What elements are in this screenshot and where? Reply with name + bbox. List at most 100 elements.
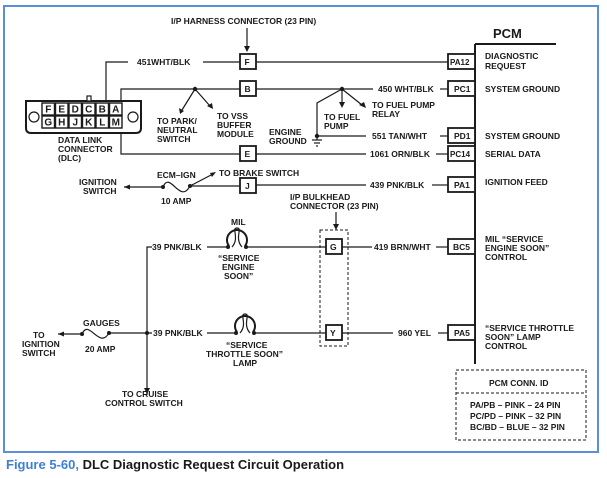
label-ignition-switch-1: IGNITION	[79, 177, 117, 187]
pcm-conn-id-row-2: PC/PD – PINK – 32 PIN	[470, 411, 561, 421]
pcm-function-bc5-1: MIL “SERVICE	[485, 234, 544, 244]
wire	[189, 173, 214, 187]
fuse-name-ecm-ign: ECM–IGN	[157, 170, 196, 180]
throttle-lamp-text-2: THROTTLE SOON”	[206, 349, 283, 359]
wire-39-vertical	[146, 246, 152, 395]
pin-label-g: G	[330, 242, 337, 252]
mil-text-2: ENGINE	[222, 262, 255, 272]
label-park-neutral-1: TO PARK/	[157, 116, 197, 126]
dlc-pin-label-c: C	[85, 105, 92, 116]
label-to-ign-1: TO	[33, 330, 45, 340]
splice-dot	[145, 331, 149, 335]
wire-label-419: 419 BRN/WHT	[374, 242, 431, 252]
pcm-pin-label-pa1: PA1	[454, 180, 470, 190]
arrowhead-icon	[339, 102, 345, 108]
dlc-pin-cell	[81, 115, 96, 129]
wire-label-960: 960 YEL	[398, 328, 431, 338]
fuse-rating-ecm-ign: 10 AMP	[161, 196, 192, 206]
pcm-pin-pa12	[447, 53, 476, 70]
pcm-title: PCM	[493, 26, 522, 41]
pcm-function-pc14: SERIAL DATA	[485, 149, 541, 159]
pcm-conn-id-title: PCM CONN. ID	[489, 378, 549, 388]
pcm-conn-id-row-1: PA/PB – PINK – 24 PIN	[470, 400, 561, 410]
mil-lamp-icon	[226, 229, 248, 247]
pin-label-j: J	[245, 181, 250, 191]
pcm-pin-pa5	[447, 324, 476, 341]
pin-label-b: B	[245, 84, 251, 94]
bulkhead-label-1: I/P BULKHEAD	[290, 192, 350, 202]
label-fuel-pump-1: TO FUEL	[324, 112, 360, 122]
arrowhead-icon	[207, 103, 213, 109]
wire	[181, 88, 196, 111]
wire	[341, 88, 363, 106]
label-to-ign-3: SWITCH	[22, 348, 56, 358]
pcm-function-bc5-3: CONTROL	[485, 252, 527, 262]
throttle-lamp-text-1: “SERVICE	[226, 340, 268, 350]
throttle-lamp-icon	[234, 315, 256, 333]
dlc-pin-cell	[68, 102, 83, 116]
label-ignition-switch-2: SWITCH	[83, 186, 117, 196]
pcm-function-pc1: SYSTEM GROUND	[485, 84, 560, 94]
label-fuel-relay-2: RELAY	[372, 109, 400, 119]
pcm-pin-pa1	[447, 176, 476, 193]
label-cruise-1: TO CRUISE	[122, 389, 168, 399]
pcm-pin-label-pd1: PD1	[454, 131, 471, 141]
wire	[194, 88, 211, 107]
wire-label-39-throttle: 39 PNK/BLK	[153, 328, 203, 338]
pcm-function-pa12-1: DIAGNOSTIC	[485, 51, 538, 61]
dlc-pin-cell	[68, 115, 83, 129]
label-vss-3: MODULE	[217, 129, 254, 139]
lamp-filament-icon	[231, 227, 243, 248]
arrowhead-icon	[179, 108, 184, 114]
dlc-pin-label-a: A	[112, 105, 119, 116]
fuse-rating-gauges: 20 AMP	[85, 344, 116, 354]
fuse-icon	[162, 181, 191, 193]
figure-frame	[3, 5, 599, 453]
pcm-function-pd1: SYSTEM GROUND	[485, 131, 560, 141]
label-vss-2: BUFFER	[217, 120, 251, 130]
dlc-pin-label-g: G	[44, 118, 52, 129]
pcm-pin-pd1	[447, 127, 476, 144]
dlc-pin-cell	[41, 115, 56, 129]
label-vss-1: TO VSS	[217, 111, 248, 121]
pcm-function-pa1: IGNITION FEED	[485, 177, 548, 187]
fuse-name-gauges: GAUGES	[83, 318, 120, 328]
dlc-pin-label-j: J	[72, 118, 78, 129]
label-engine-ground-1: ENGINE	[269, 127, 302, 137]
wire-ground-branch	[316, 88, 343, 136]
figure-title: DLC Diagnostic Request Circuit Operation	[82, 457, 345, 472]
dlc-pin-cell	[108, 115, 123, 129]
dlc-label-2: CONNECTOR	[58, 144, 113, 154]
label-park-neutral-2: NEUTRAL	[157, 125, 198, 135]
dlc-pin-label-h: H	[58, 118, 65, 129]
dlc-pin-label-k: K	[85, 118, 93, 129]
pcm-conn-id-row-3: BC/BD – BLUE – 32 PIN	[470, 422, 565, 432]
dlc-pin-label-b: B	[99, 105, 106, 116]
pcm-pin-label-pa12: PA12	[450, 58, 470, 67]
wire-dlc-a	[105, 61, 128, 100]
label-cruise-2: CONTROL SWITCH	[105, 398, 183, 408]
arrowhead-icon	[124, 184, 130, 190]
lamp-filament-icon	[239, 313, 251, 334]
dlc-pin-label-l: L	[99, 118, 105, 129]
dlc-pin-label-e: E	[58, 105, 65, 116]
dlc-label-1: DATA LINK	[58, 135, 103, 145]
pcm-function-pa12-2: REQUEST	[485, 61, 527, 71]
pin-label-y: Y	[330, 328, 336, 338]
pin-label-e: E	[245, 149, 251, 159]
label-fuel-pump-2: PUMP	[324, 121, 349, 131]
dlc-pin-cell	[81, 102, 96, 116]
arrowhead-icon	[210, 172, 216, 177]
pcm-function-pa5-1: “SERVICE THROTTLE	[485, 323, 574, 333]
label-engine-ground-2: GROUND	[269, 136, 307, 146]
dlc-pin-cell	[95, 102, 110, 116]
dlc-pin-cell	[95, 115, 110, 129]
pcm-pin-label-bc5: BC5	[453, 242, 470, 252]
pcm-pin-pc14	[447, 145, 476, 162]
wire-dlc-m	[120, 128, 240, 155]
wire-dlc-b	[120, 88, 240, 100]
dlc-pin-label-d: D	[72, 105, 79, 116]
arrowhead-icon	[359, 102, 366, 108]
wire-label-439: 439 PNK/BLK	[370, 180, 425, 190]
